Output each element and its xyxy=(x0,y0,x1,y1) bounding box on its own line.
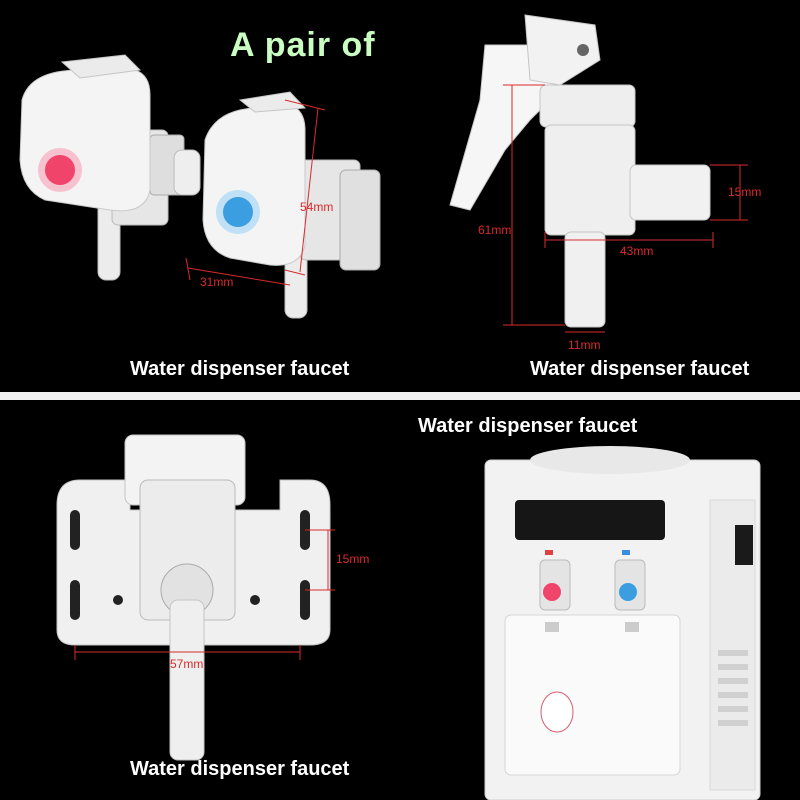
dim-label-15-outlet: 15mm xyxy=(728,185,762,199)
cold-button xyxy=(223,197,253,227)
section-divider xyxy=(0,392,800,400)
dim-label-54: 54mm xyxy=(300,200,334,214)
dim-label-11: 11mm xyxy=(568,338,601,352)
cold-faucet xyxy=(202,91,381,319)
hot-button xyxy=(45,155,75,185)
caption-top-right: Water dispenser faucet xyxy=(530,358,750,380)
dim-label-61: 61mm xyxy=(478,223,512,237)
hot-faucet xyxy=(19,54,201,281)
dimension-lines-bottom-left xyxy=(74,529,335,660)
water-dispenser xyxy=(484,446,761,800)
dispenser-hot-button xyxy=(543,583,561,601)
caption-top-left: Water dispenser faucet xyxy=(130,358,350,380)
dimension-lines-top-left xyxy=(185,99,326,286)
control-display xyxy=(515,500,665,540)
dim-label-15-mount: 15mm xyxy=(336,552,370,566)
caption-bottom-left: Water dispenser faucet xyxy=(130,758,350,780)
side-view-faucet xyxy=(449,14,711,328)
dimension-lines-top-right xyxy=(503,84,748,333)
headline: A pair of xyxy=(230,26,376,64)
dim-label-57: 57mm xyxy=(170,657,204,671)
dim-label-43: 43mm xyxy=(620,244,654,258)
dim-label-31: 31mm xyxy=(200,275,234,289)
back-view-faucet xyxy=(56,434,331,761)
dispenser-cold-button xyxy=(619,583,637,601)
caption-bottom-right-title: Water dispenser faucet xyxy=(418,415,638,437)
